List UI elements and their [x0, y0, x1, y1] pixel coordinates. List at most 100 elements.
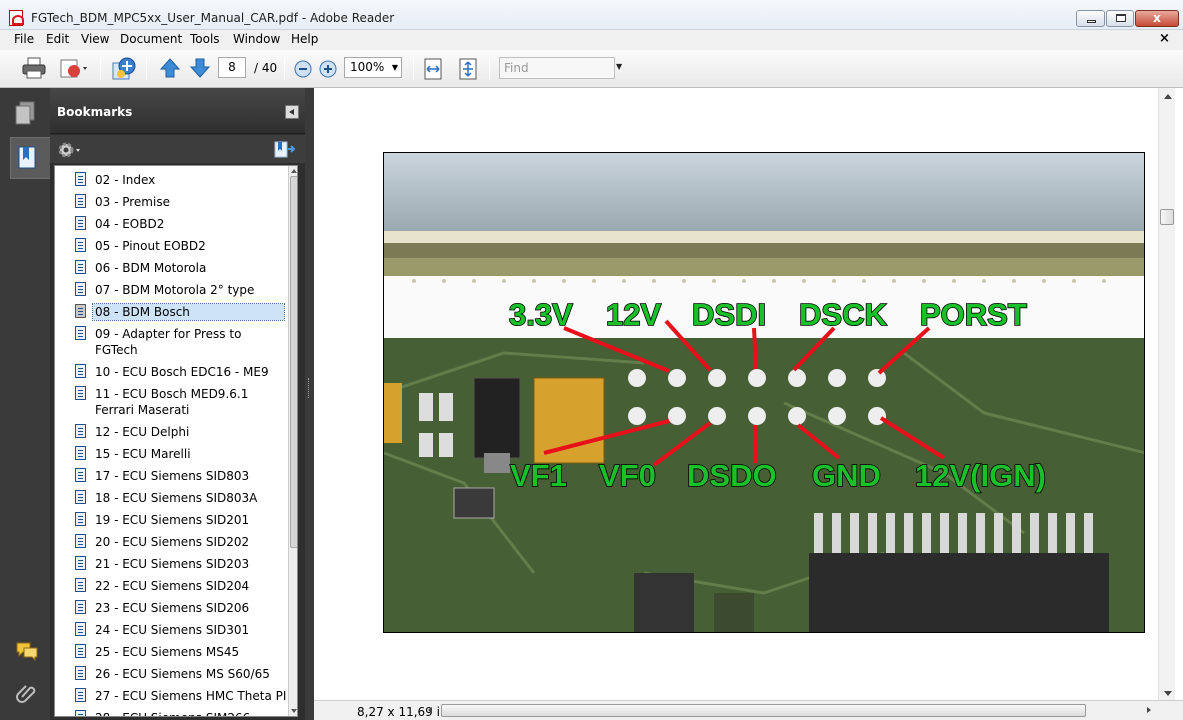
comments-icon[interactable]	[15, 641, 39, 661]
bookmark-icon	[75, 710, 86, 716]
bookmark-icon	[75, 512, 86, 526]
scroll-left-icon[interactable]	[428, 707, 432, 713]
pin-pointer-lines	[543, 319, 946, 467]
bookmarks-panel-icon	[18, 146, 36, 169]
close-button[interactable]: x	[1135, 10, 1179, 27]
bookmark-label: 10 - ECU Bosch EDC16 - ME9	[95, 365, 269, 379]
email-icon[interactable]	[59, 57, 89, 79]
panel-splitter[interactable]	[305, 88, 314, 720]
bookmark-label: 26 - ECU Siemens MS S60/65	[95, 667, 270, 681]
chevron-down-icon: ▼	[391, 63, 398, 72]
bookmark-label: 04 - EOBD2	[95, 217, 165, 231]
next-page-icon[interactable]	[189, 57, 211, 79]
bookmark-label: 05 - Pinout EOBD2	[95, 239, 206, 253]
pin-label-porst: PORST	[920, 297, 1027, 332]
minimize-button[interactable]	[1076, 10, 1105, 27]
collapse-panel-button[interactable]	[285, 105, 299, 119]
bookmark-icon	[75, 194, 86, 208]
menu-help[interactable]: Help	[291, 32, 319, 46]
bookmark-label: 02 - Index	[95, 173, 156, 187]
document-horizontal-scrollbar[interactable]	[425, 704, 1160, 717]
maximize-button[interactable]	[1106, 10, 1134, 27]
menu-window[interactable]: Window	[233, 32, 281, 46]
bookmark-icon	[75, 468, 86, 482]
pin-label-12v-ign: 12V(IGN)	[915, 458, 1046, 493]
zoom-level-value: 100%	[350, 60, 385, 74]
pin-label-gnd: GND	[812, 458, 881, 493]
toolbar-separator	[284, 58, 285, 80]
bookmark-label: 06 - BDM Motorola	[95, 261, 207, 275]
bookmark-label: 20 - ECU Siemens SID202	[95, 535, 250, 549]
find-input[interactable]: Find	[499, 57, 615, 79]
new-bookmark-icon[interactable]	[272, 140, 296, 158]
scroll-right-icon[interactable]	[1147, 707, 1151, 713]
bookmarks-scrollbar[interactable]	[288, 166, 297, 716]
bookmark-icon	[75, 424, 86, 438]
pin-label-dsdi: DSDI	[692, 297, 766, 332]
scroll-down-icon[interactable]	[1164, 691, 1172, 696]
zoom-level-select[interactable]: 100% ▼	[344, 57, 402, 78]
bookmark-label: 28 - ECU Siemens SIM266	[95, 710, 287, 716]
bookmark-icon	[75, 578, 86, 592]
menu-tools[interactable]: Tools	[190, 32, 220, 46]
bookmark-icon	[75, 556, 86, 570]
scrollbar-thumb[interactable]	[290, 176, 297, 548]
pin-label-12v: 12V	[606, 297, 661, 332]
menu-bar: File Edit View Document Tools Window Hel…	[0, 30, 1183, 50]
page-size-readout: 8,27 x 11,69 in	[357, 705, 448, 719]
navigation-rail	[0, 88, 50, 720]
attachment-paperclip-icon[interactable]	[15, 682, 39, 706]
title-bar: FGTech_BDM_MPC5xx_User_Manual_CAR.pdf - …	[0, 0, 1183, 30]
menu-edit[interactable]: Edit	[46, 32, 70, 46]
bookmark-label: 03 - Premise	[95, 195, 170, 209]
scroll-up-icon[interactable]	[1164, 94, 1172, 99]
bookmark-label: 11 - ECU Bosch MED9.6.1 Ferrari Maserati	[95, 387, 249, 417]
fit-page-icon[interactable]	[458, 58, 478, 80]
pages-panel-icon[interactable]	[10, 96, 40, 132]
bookmarks-toolbar	[50, 135, 305, 163]
minimize-icon	[1087, 20, 1096, 23]
zoom-out-icon[interactable]	[294, 60, 312, 78]
menu-file[interactable]: File	[14, 32, 35, 46]
bookmark-label: 27 - ECU Siemens HMC Theta PI	[95, 689, 287, 703]
page-total: / 40	[254, 61, 278, 75]
find-options-chevron-icon[interactable]: ▼	[616, 62, 623, 71]
bookmark-label: 12 - ECU Delphi	[95, 425, 190, 439]
menu-document[interactable]: Document	[120, 32, 183, 46]
zoom-in-icon[interactable]	[319, 60, 337, 78]
document-close-icon[interactable]: ×	[1159, 31, 1170, 46]
scrollbar-thumb[interactable]	[1160, 209, 1174, 225]
bookmarks-list: 02 - Index 03 - Premise 04 - EOBD2 05 - Pin…	[54, 165, 298, 717]
collaborate-icon[interactable]	[112, 57, 138, 81]
scroll-up-icon[interactable]	[291, 169, 297, 173]
page-number-input[interactable]: 8	[218, 57, 246, 78]
bookmark-label: 17 - ECU Siemens SID803	[95, 469, 250, 483]
bookmark-label: 24 - ECU Siemens SID301	[95, 623, 250, 637]
toolbar-separator	[413, 58, 414, 80]
bookmark-label: 22 - ECU Siemens SID204	[95, 579, 250, 593]
previous-page-icon[interactable]	[159, 57, 181, 79]
scrollbar-thumb[interactable]	[441, 704, 1086, 717]
toolbar-separator	[146, 58, 147, 80]
bookmark-icon	[75, 446, 86, 460]
bookmarks-panel-header: Bookmarks	[50, 88, 305, 134]
bookmark-icon	[75, 644, 86, 658]
window-title: FGTech_BDM_MPC5xx_User_Manual_CAR.pdf - …	[31, 11, 395, 25]
printer-icon[interactable]	[22, 57, 46, 79]
fit-width-icon[interactable]	[423, 58, 443, 80]
bookmark-icon	[75, 600, 86, 614]
bookmark-icon	[75, 260, 86, 274]
toolbar-separator	[100, 58, 101, 80]
document-vertical-scrollbar[interactable]	[1158, 88, 1175, 700]
bookmark-label: 09 - Adapter for Press to FGTech	[95, 327, 242, 357]
scroll-down-icon[interactable]	[291, 709, 297, 713]
menu-view[interactable]: View	[81, 32, 110, 46]
bookmark-label: 08 - BDM Bosch	[92, 303, 285, 321]
bookmark-icon	[75, 490, 86, 504]
bookmark-icon	[75, 666, 86, 680]
bookmarks-panel-button[interactable]	[10, 137, 50, 179]
gear-icon[interactable]	[57, 141, 83, 159]
bookmark-label: 15 - ECU Marelli	[95, 447, 191, 461]
bookmark-label: 21 - ECU Siemens SID203	[95, 557, 250, 571]
